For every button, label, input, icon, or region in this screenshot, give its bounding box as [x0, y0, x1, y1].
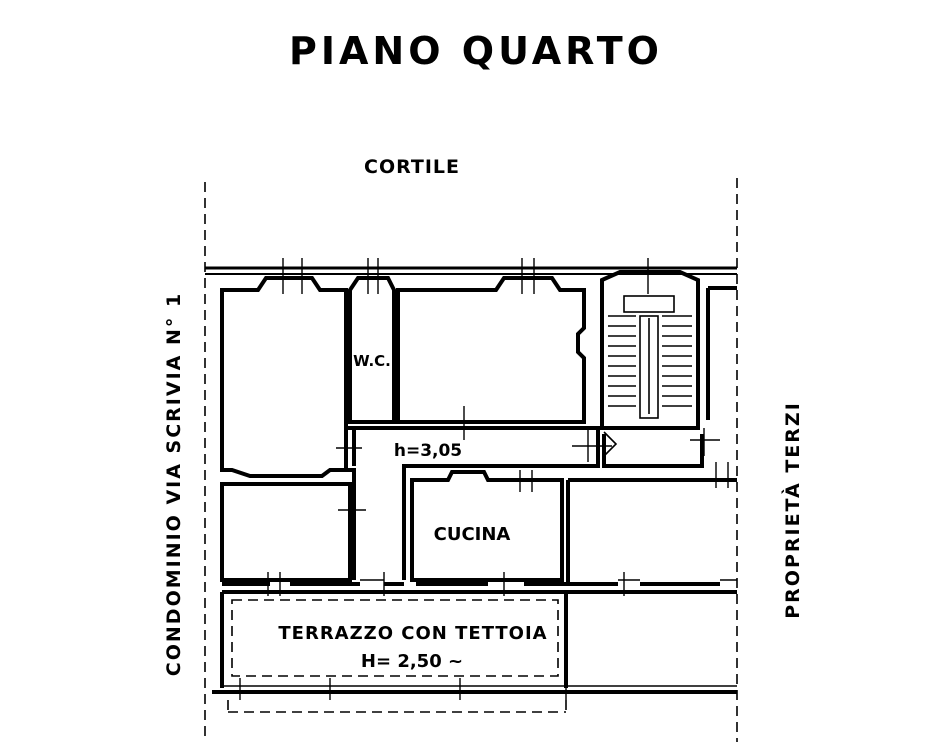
label-terrazzo: TERRAZZO CON TETTOIA	[278, 623, 547, 644]
door-symbol	[603, 431, 618, 457]
label-proprieta-terzi: PROPRIETÀ TERZI	[781, 401, 804, 619]
measurement-ticks	[239, 258, 729, 700]
label-corridor-height: h=3,05	[394, 441, 462, 461]
plan-title: PIANO QUARTO	[289, 29, 663, 73]
label-cortile: CORTILE	[364, 156, 460, 178]
label-wc: W.C.	[353, 352, 391, 370]
staircase	[608, 295, 692, 419]
room-walls	[212, 270, 737, 713]
label-condominio: CONDOMINIO VIA SCRIVIA N° 1	[163, 292, 185, 676]
label-terrazzo-height: H= 2,50 ~	[361, 651, 463, 672]
property-boundary-lines	[204, 178, 738, 742]
label-cucina: CUCINA	[434, 524, 511, 545]
